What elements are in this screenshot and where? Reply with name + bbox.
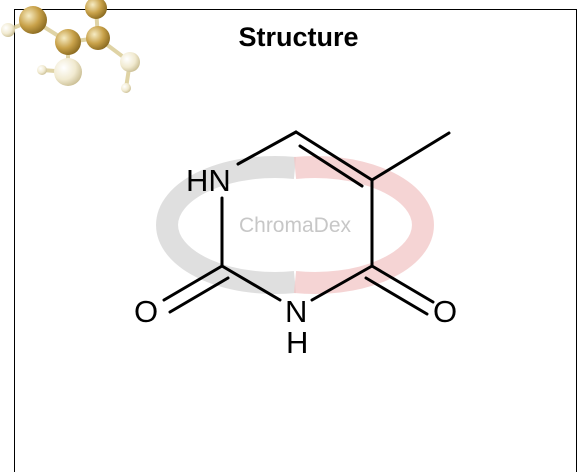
bond-c5-methyl: [370, 131, 451, 182]
bond-c6-c5: [294, 130, 374, 182]
atom-label-o2: O: [134, 294, 158, 329]
molecule-logo-icon: [1, 0, 140, 93]
atom-label-hn: HN: [186, 163, 231, 198]
atom-label-n3: N: [285, 294, 307, 329]
bond-c6-c5-double: [298, 144, 364, 188]
page-title: Structure: [238, 22, 359, 52]
bond-n1-c6: [236, 130, 298, 166]
atom-label-n3-h: H: [286, 325, 308, 360]
molecule-bonds: [162, 130, 451, 316]
bond-c2-o2-double: [168, 276, 230, 314]
chromadex-watermark-logo: ChromaDex: [156, 156, 434, 294]
watermark-text: ChromaDex: [239, 214, 352, 237]
atom-label-o4: O: [433, 294, 457, 329]
bond-c2-o2: [162, 264, 224, 302]
bond-c4-n3: [310, 264, 374, 302]
panel-border-top: [14, 9, 577, 10]
bond-c4-o4-double: [364, 276, 429, 316]
bond-c4-o4: [370, 264, 435, 304]
bond-n3-c2: [220, 264, 282, 302]
panel-border-left: [14, 9, 15, 472]
